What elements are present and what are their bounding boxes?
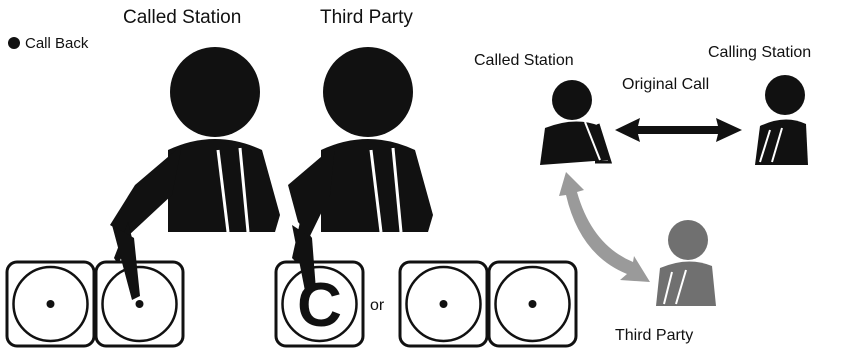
key-button-3 (400, 262, 487, 346)
key-button-1 (7, 262, 94, 346)
right-third-party-icon (656, 220, 716, 306)
right-called-station-icon (540, 80, 610, 165)
third-party-person-icon (288, 47, 433, 264)
key-button-2 (96, 262, 183, 346)
original-call-double-arrow-icon (615, 118, 742, 142)
calling-station-icon (755, 75, 808, 165)
called-station-person-icon (110, 47, 280, 264)
or-label: or (370, 297, 385, 314)
flash-key-c: C (276, 262, 363, 346)
key-button-4 (489, 262, 576, 346)
